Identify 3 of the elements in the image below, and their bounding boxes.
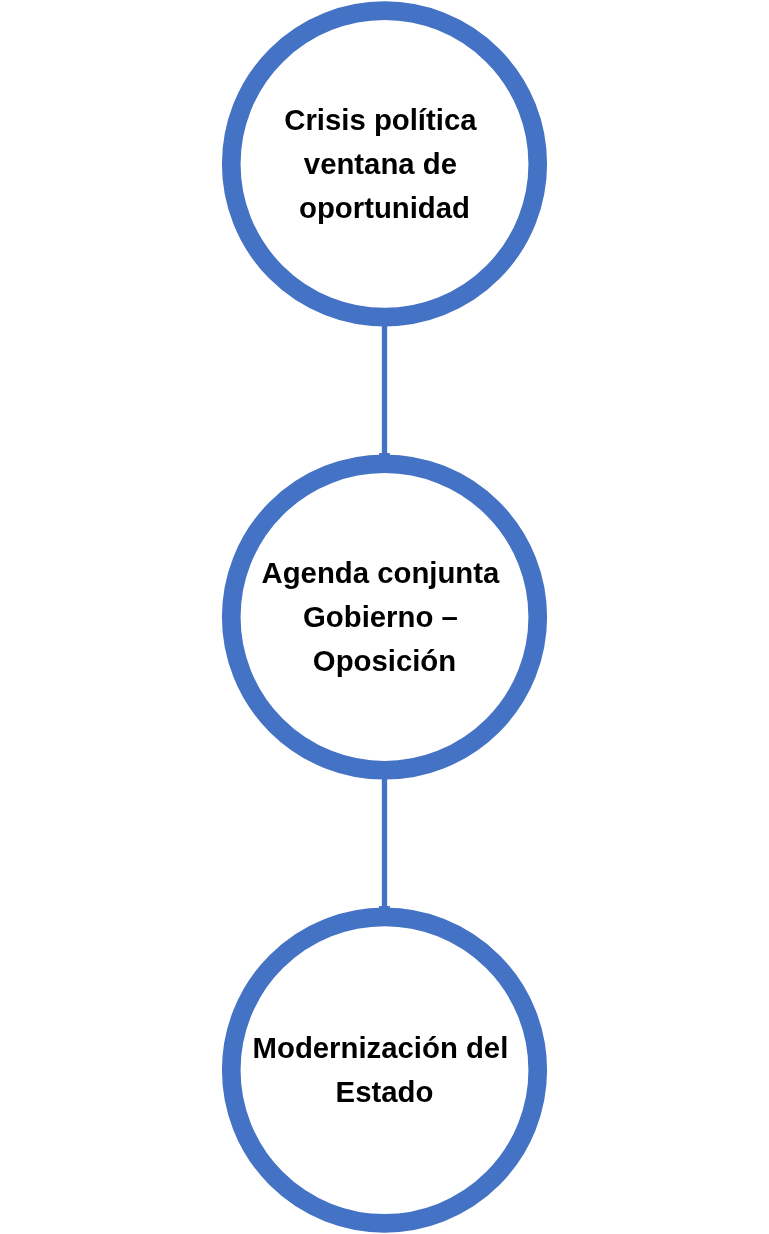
node-circle: Modernización del Estado xyxy=(221,907,548,1233)
node-circle: Crisis política ventana de oportunidad xyxy=(221,1,548,327)
node-circle: Agenda conjunta Gobierno – Oposición xyxy=(221,454,548,780)
